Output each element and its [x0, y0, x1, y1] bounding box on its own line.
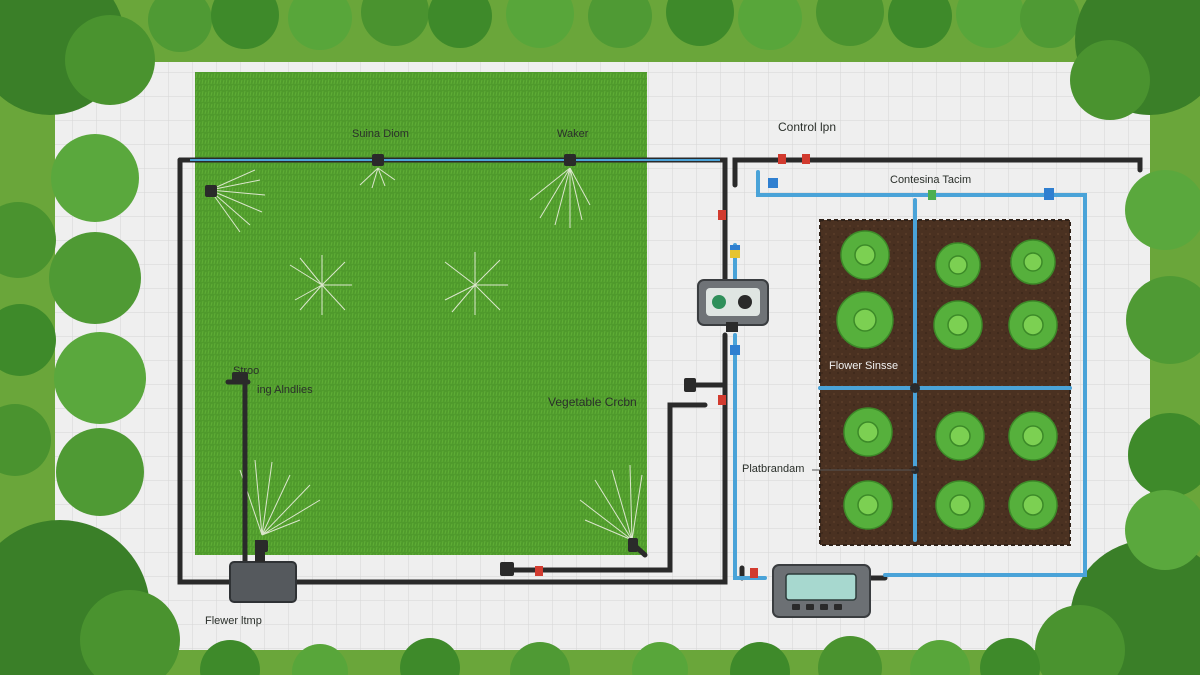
fitting-red — [718, 210, 726, 220]
fitting-yellow — [730, 250, 740, 258]
pipe — [177, 157, 233, 585]
valve — [684, 378, 696, 392]
vegetable-beds — [819, 219, 1071, 546]
pipe — [756, 170, 1087, 577]
hedge-bottom — [200, 636, 1040, 675]
plant — [933, 300, 983, 350]
label-flewer-ltmp: Flewer ltmp — [205, 615, 262, 627]
spray-burst — [444, 252, 508, 315]
plant — [840, 230, 890, 280]
pipe-junction — [910, 383, 920, 393]
spray-burst — [289, 255, 352, 315]
label-contesina-tacim: Contesina Tacim — [890, 174, 972, 186]
plant-group — [836, 230, 1058, 530]
fitting-red — [750, 568, 758, 578]
sprinkler-head — [372, 154, 384, 166]
hedge-top — [148, 0, 1080, 52]
pipe — [507, 402, 708, 573]
fitting-blue — [768, 178, 778, 188]
fitting-green — [928, 190, 936, 200]
fitting-red — [778, 154, 786, 164]
pipes-blue — [733, 170, 1087, 580]
sprinkler-head — [205, 185, 217, 197]
plant — [935, 480, 985, 530]
plant — [1010, 239, 1056, 285]
plant — [935, 411, 985, 461]
lawn-area — [195, 72, 647, 555]
pump-box[interactable] — [229, 540, 297, 603]
fitting-red — [802, 154, 810, 164]
sprinkler-sprays — [209, 167, 643, 541]
plant — [935, 242, 981, 288]
label-vegetable-crebn: Vegetable Crcbn — [548, 395, 637, 409]
fitting-red — [535, 566, 543, 576]
fitting-blue — [1044, 188, 1054, 200]
valve — [232, 372, 248, 384]
timer-device[interactable] — [772, 564, 871, 618]
fitting-red — [718, 395, 726, 405]
spray-burst — [359, 167, 396, 189]
label-stroo: Stroo — [233, 365, 260, 377]
valve — [500, 562, 514, 576]
spray-burst — [529, 167, 591, 228]
drop-icon — [738, 295, 752, 309]
controller-unit[interactable] — [697, 279, 769, 332]
spray-burst — [579, 464, 643, 541]
label-flower-sinsse: Flower Sinsse — [829, 360, 899, 372]
plant — [1008, 300, 1058, 350]
fitting-blue — [730, 345, 740, 355]
spray-burst — [209, 169, 266, 233]
sprinkler-head — [628, 538, 638, 552]
plant — [843, 480, 893, 530]
label-platbrandam: Platbrandam — [742, 463, 805, 475]
plant — [843, 407, 893, 457]
plant — [1008, 411, 1058, 461]
hedge-right — [1125, 170, 1200, 570]
plant — [836, 291, 894, 349]
label-ing-alndlies: ing Alndlies — [257, 384, 313, 396]
leaf-icon — [712, 295, 726, 309]
spray-burst — [239, 459, 321, 536]
plant — [1008, 480, 1058, 530]
hedge-left — [0, 134, 146, 516]
label-control-lpn: Control lpn — [778, 120, 837, 134]
label-waker: Waker — [557, 128, 589, 140]
label-suina-dion: Suina Diom — [352, 128, 409, 140]
pipe — [293, 332, 728, 585]
sprinkler-head — [564, 154, 576, 166]
